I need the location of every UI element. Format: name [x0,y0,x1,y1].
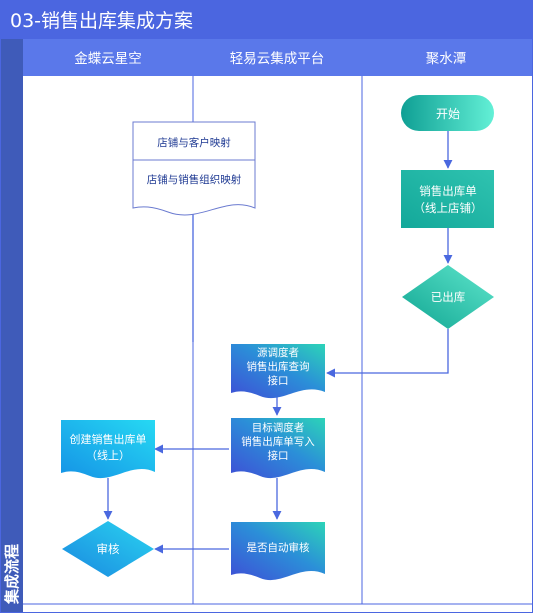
source-label-1: 源调度者 [257,346,299,359]
create-order-label-2: （线上） [86,448,130,462]
start-node[interactable]: 开始 [401,95,494,131]
audit-decision-node[interactable]: 审核 [62,521,154,577]
sales-order-label-1: 销售出库单 [419,184,477,198]
sales-order-label-2: （线上店铺） [414,201,483,215]
diagram-title: 03-销售出库集成方案 [10,10,193,32]
target-label-1: 目标调度者 [252,421,305,434]
lane-header-bar [23,39,532,76]
create-order-label-1: 创建销售出库单 [70,432,147,446]
mapping-document-node[interactable]: 店铺与客户映射 店铺与销售组织映射 [132,121,256,216]
auto-audit-label: 是否自动审核 [247,541,310,554]
source-label-3: 接口 [268,374,289,387]
side-label: 集成流程 [3,544,21,605]
connector-shipped-source [326,329,449,378]
auto-audit-node[interactable]: 是否自动审核 [231,522,325,581]
audit-label: 审核 [97,542,120,556]
target-scheduler-node[interactable]: 目标调度者 销售出库单写入 接口 [231,418,325,479]
target-label-3: 接口 [268,449,289,462]
lane-header-jushuitan: 聚水潭 [426,51,467,67]
doc-item-shop-org: 店铺与销售组织映射 [147,173,242,186]
shipped-label: 已出库 [431,290,466,304]
start-label: 开始 [436,107,460,121]
source-label-2: 销售出库查询 [247,360,310,373]
target-label-2: 销售出库单写入 [241,435,315,448]
side-bar [1,39,23,612]
title-bar [1,1,532,39]
lane-header-qingyiyun: 轻易云集成平台 [230,51,325,67]
doc-item-shop-customer: 店铺与客户映射 [157,136,231,149]
sales-order-node[interactable]: 销售出库单 （线上店铺） [401,170,494,228]
source-scheduler-node[interactable]: 源调度者 销售出库查询 接口 [231,344,325,399]
lane-header-kingdee: 金蝶云星空 [74,51,142,67]
create-order-node[interactable]: 创建销售出库单 （线上） [61,420,155,479]
shipped-decision-node[interactable]: 已出库 [402,265,494,329]
